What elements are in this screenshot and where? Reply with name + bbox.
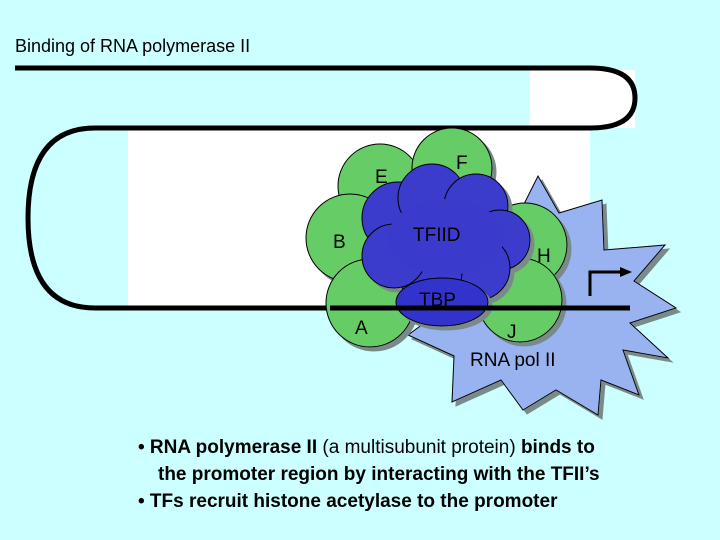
bullet-1: • RNA polymerase II (a multisubunit prot…	[138, 434, 713, 461]
bullet-2: • TFs recruit histone acetylase to the p…	[138, 491, 558, 512]
arrow-head-icon	[620, 267, 632, 277]
bullet-list: • RNA polymerase II (a multisubunit prot…	[138, 434, 713, 515]
label-tfiid: TFIID	[413, 225, 461, 246]
label-h: H	[537, 246, 551, 267]
bullet-1-continuation: the promoter region by interacting with …	[158, 464, 600, 485]
dna-strand	[15, 65, 638, 311]
label-tbp: TBP	[419, 290, 456, 311]
bullet-1-normal: (a multisubunit protein)	[317, 437, 521, 458]
transcription-start-arrow	[588, 270, 622, 296]
label-rna-pol-ii: RNA pol II	[470, 350, 556, 371]
label-e: E	[375, 167, 388, 188]
tfiid-core	[388, 199, 504, 275]
bullet-1-bold-a: • RNA polymerase II	[138, 437, 318, 458]
label-j: J	[507, 322, 517, 343]
page-title: Binding of RNA polymerase II	[15, 36, 251, 56]
label-b: B	[333, 232, 346, 253]
label-f: F	[456, 153, 468, 174]
label-a: A	[355, 318, 368, 339]
white-panel-upper	[530, 70, 635, 128]
tbp-shape	[395, 277, 489, 327]
bullet-1-bold-b: binds to	[520, 437, 595, 458]
